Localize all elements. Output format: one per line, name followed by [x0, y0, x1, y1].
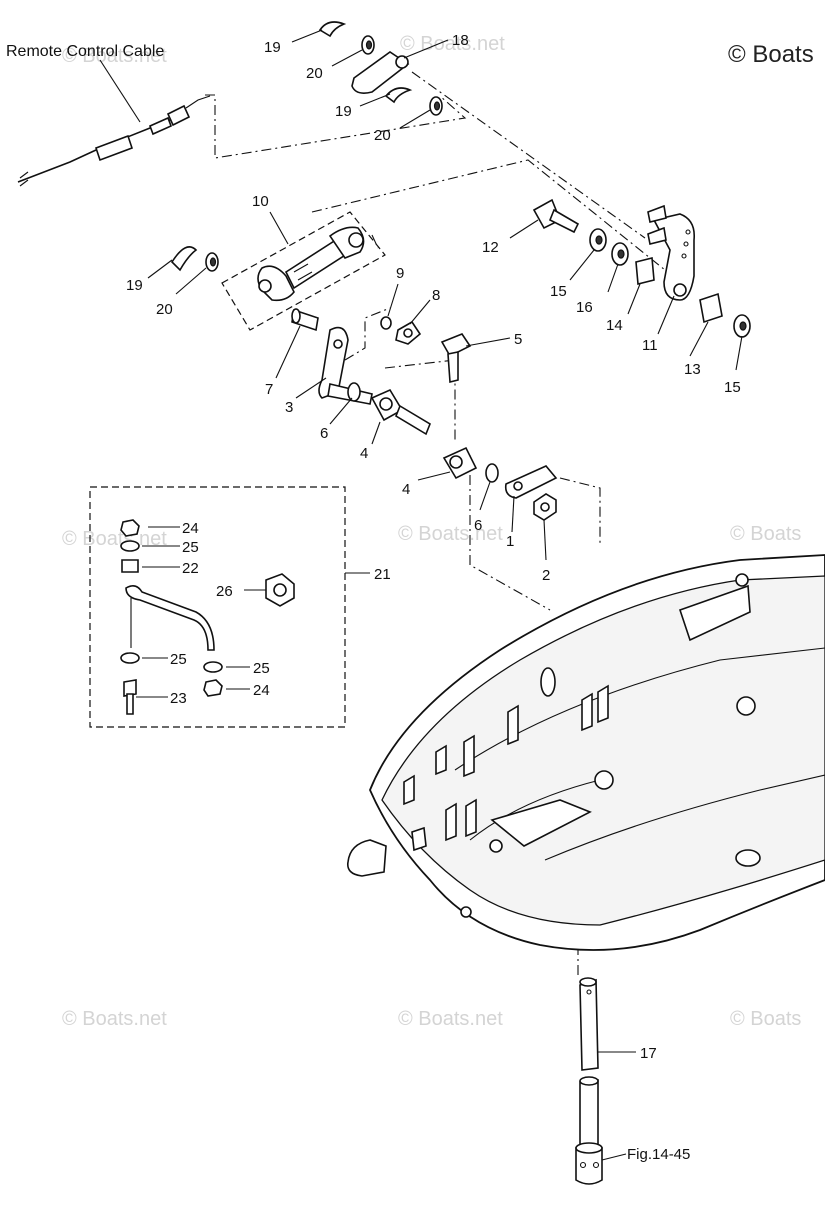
callout-6: 6 — [474, 517, 482, 534]
callout-19: 19 — [335, 103, 352, 120]
callout-3: 3 — [285, 399, 293, 416]
callout-9: 9 — [396, 265, 404, 282]
callout-4: 4 — [402, 481, 410, 498]
link-kit-box — [89, 486, 346, 728]
watermark: © Boats.net — [62, 1008, 167, 1030]
callout-8: 8 — [432, 287, 440, 304]
control-lever — [532, 198, 751, 338]
callout-13: 13 — [684, 361, 701, 378]
callout-21: 21 — [374, 566, 391, 583]
watermark: © Boats.net — [62, 45, 167, 67]
callout-15: 15 — [724, 379, 741, 396]
callout-1: 1 — [506, 533, 514, 550]
leader-lines — [136, 29, 743, 1161]
pin-washer-nut — [291, 308, 422, 345]
callout-20: 20 — [306, 65, 323, 82]
callout-6: 6 — [320, 425, 328, 442]
watermark: © Boats.net — [398, 523, 503, 545]
callout-17: 17 — [640, 1045, 657, 1062]
callout-24: 24 — [182, 520, 199, 537]
cable-joint — [318, 21, 443, 116]
copyright-watermark: © Boats — [728, 41, 814, 68]
callout-2: 2 — [542, 567, 550, 584]
callout-12: 12 — [482, 239, 499, 256]
callout-15: 15 — [550, 283, 567, 300]
callout-24: 24 — [253, 682, 270, 699]
callout-25: 25 — [253, 660, 270, 677]
callout-25: 25 — [170, 651, 187, 668]
callout-16: 16 — [576, 299, 593, 316]
callout-26: 26 — [216, 583, 233, 600]
shift-lever-linkage — [318, 326, 558, 521]
bottom-cowling — [346, 554, 825, 951]
clip-and-washer-left — [170, 246, 219, 272]
callout-5: 5 — [514, 331, 522, 348]
link-rod-assembly — [221, 211, 386, 331]
callout-10: 10 — [252, 193, 269, 210]
watermark-layer: © Boats.net © Boats.net © Boats.net © Bo… — [62, 33, 814, 1030]
callout-23: 23 — [170, 690, 187, 707]
remote-control-cable-label: Remote Control Cable — [6, 43, 164, 60]
shift-rod — [575, 977, 603, 1185]
callout-20: 20 — [374, 127, 391, 144]
callout-20: 20 — [156, 301, 173, 318]
bolt — [440, 333, 472, 384]
callout-19: 19 — [264, 39, 281, 56]
callout-25: 25 — [182, 539, 199, 556]
callout-4: 4 — [360, 445, 368, 462]
watermark: © Boats — [730, 523, 801, 545]
callout-7: 7 — [265, 381, 273, 398]
watermark: © Boats — [730, 1008, 801, 1030]
callout-18: 18 — [452, 32, 469, 49]
watermark: © Boats.net — [400, 33, 505, 55]
watermark: © Boats.net — [62, 528, 167, 550]
callout-11: 11 — [642, 337, 658, 354]
fig-reference-label: Fig.14-45 — [627, 1146, 690, 1163]
watermark: © Boats.net — [398, 1008, 503, 1030]
callout-numbers: Remote Control Cable Fig.14-45 19 20 18 … — [6, 32, 741, 1163]
callout-22: 22 — [182, 560, 199, 577]
remote-control-cable — [17, 59, 211, 187]
callout-14: 14 — [606, 317, 623, 334]
callout-19: 19 — [126, 277, 143, 294]
